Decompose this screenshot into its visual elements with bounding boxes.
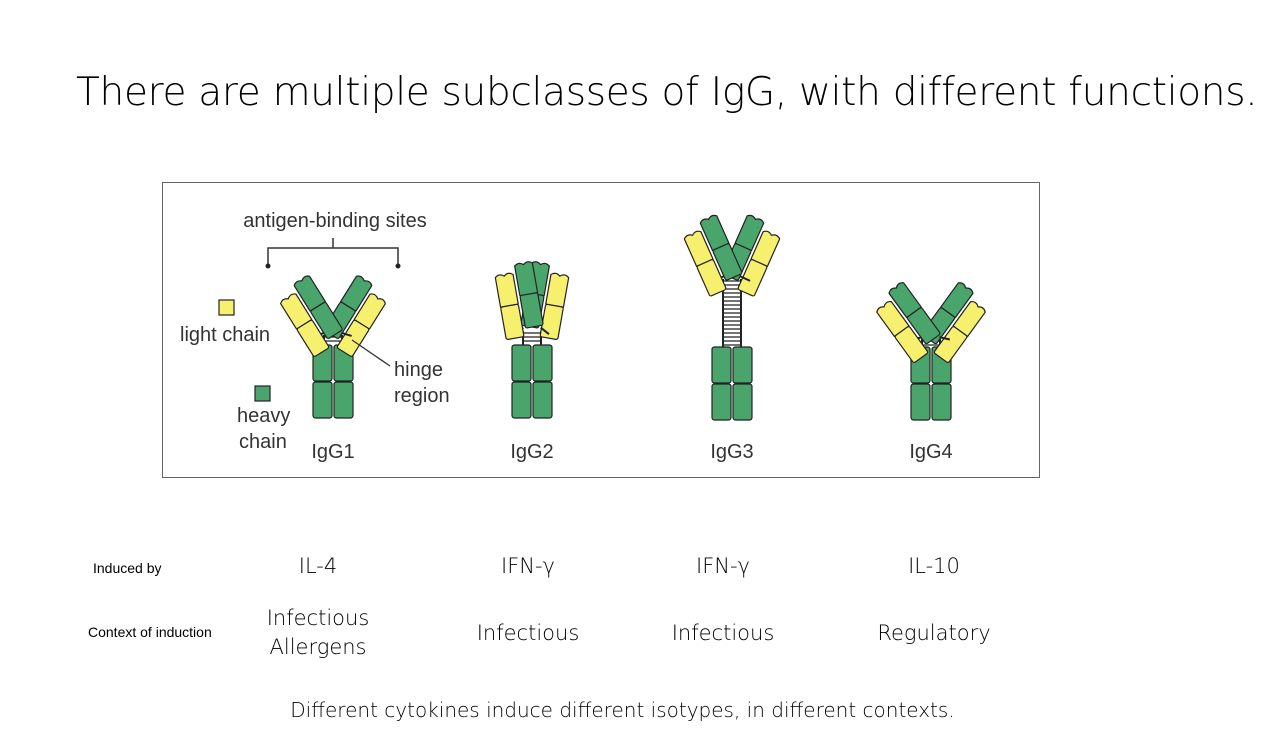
cell-line: IFN-γ — [696, 553, 750, 578]
hinge-label: hinge — [394, 359, 443, 381]
hinge-pointer — [351, 339, 391, 367]
fab-arm-right — [494, 261, 550, 340]
heavy-chain-fc — [532, 344, 553, 419]
cell-line: IFN-γ — [501, 553, 555, 578]
table-cell: Infectious — [643, 619, 803, 648]
igg3-antibody — [683, 214, 781, 421]
binding-site-dot — [395, 263, 401, 269]
igg2-antibody — [494, 261, 570, 419]
heavy-chain-fc — [732, 346, 753, 421]
antigen-binding-label: antigen-binding sites — [243, 210, 426, 232]
heavy-chain-swatch — [254, 385, 271, 402]
table-cell: Infectious — [448, 619, 608, 648]
table-cell: IFN-γ — [448, 552, 608, 581]
igg2-label: IgG2 — [510, 441, 553, 463]
row-label-induced-by: Induced by — [93, 560, 162, 576]
row-label-context: Context of induction — [88, 624, 212, 640]
heavy-chain-fc — [711, 346, 732, 421]
cell-line: Infectious — [266, 606, 370, 630]
cell-line: Regulatory — [877, 620, 991, 645]
cell-line: IL-10 — [908, 553, 960, 578]
table-cell: IFN-γ — [643, 552, 803, 581]
binding-site-dot — [265, 263, 271, 269]
hinge-label: region — [394, 385, 450, 407]
table-cell: Regulatory — [854, 619, 1014, 648]
hinge-region — [522, 331, 542, 345]
igg4-label: IgG4 — [909, 441, 952, 463]
fab-arm-right — [280, 275, 352, 357]
cell-line: Infectious — [476, 620, 580, 645]
cell-line: Allergens — [269, 635, 367, 659]
igg1-label: IgG1 — [311, 441, 354, 463]
cell-line: Infectious — [671, 620, 775, 645]
igg-subclasses-figure — [162, 182, 1040, 478]
antigen-binding-bracket — [267, 238, 399, 266]
slide-caption: Different cytokines induce different iso… — [290, 698, 955, 722]
fab-arm-right — [683, 214, 751, 297]
cell-line: IL-4 — [298, 553, 338, 578]
slide-title: There are multiple subclasses of IgG, wi… — [76, 70, 1258, 115]
table-cell: IL-10 — [854, 552, 1014, 581]
fab-arm-right — [876, 282, 950, 363]
table-cell: IL-4 — [238, 552, 398, 581]
igg3-label: IgG3 — [710, 441, 753, 463]
heavy-chain-fc — [511, 344, 532, 419]
heavy-chain-label: heavy — [237, 405, 290, 427]
light-chain-label: light chain — [180, 324, 270, 346]
igg1-antibody — [280, 275, 386, 419]
heavy-chain-label: chain — [239, 431, 287, 453]
light-chain-swatch — [218, 299, 235, 316]
igg4-antibody — [876, 282, 986, 421]
